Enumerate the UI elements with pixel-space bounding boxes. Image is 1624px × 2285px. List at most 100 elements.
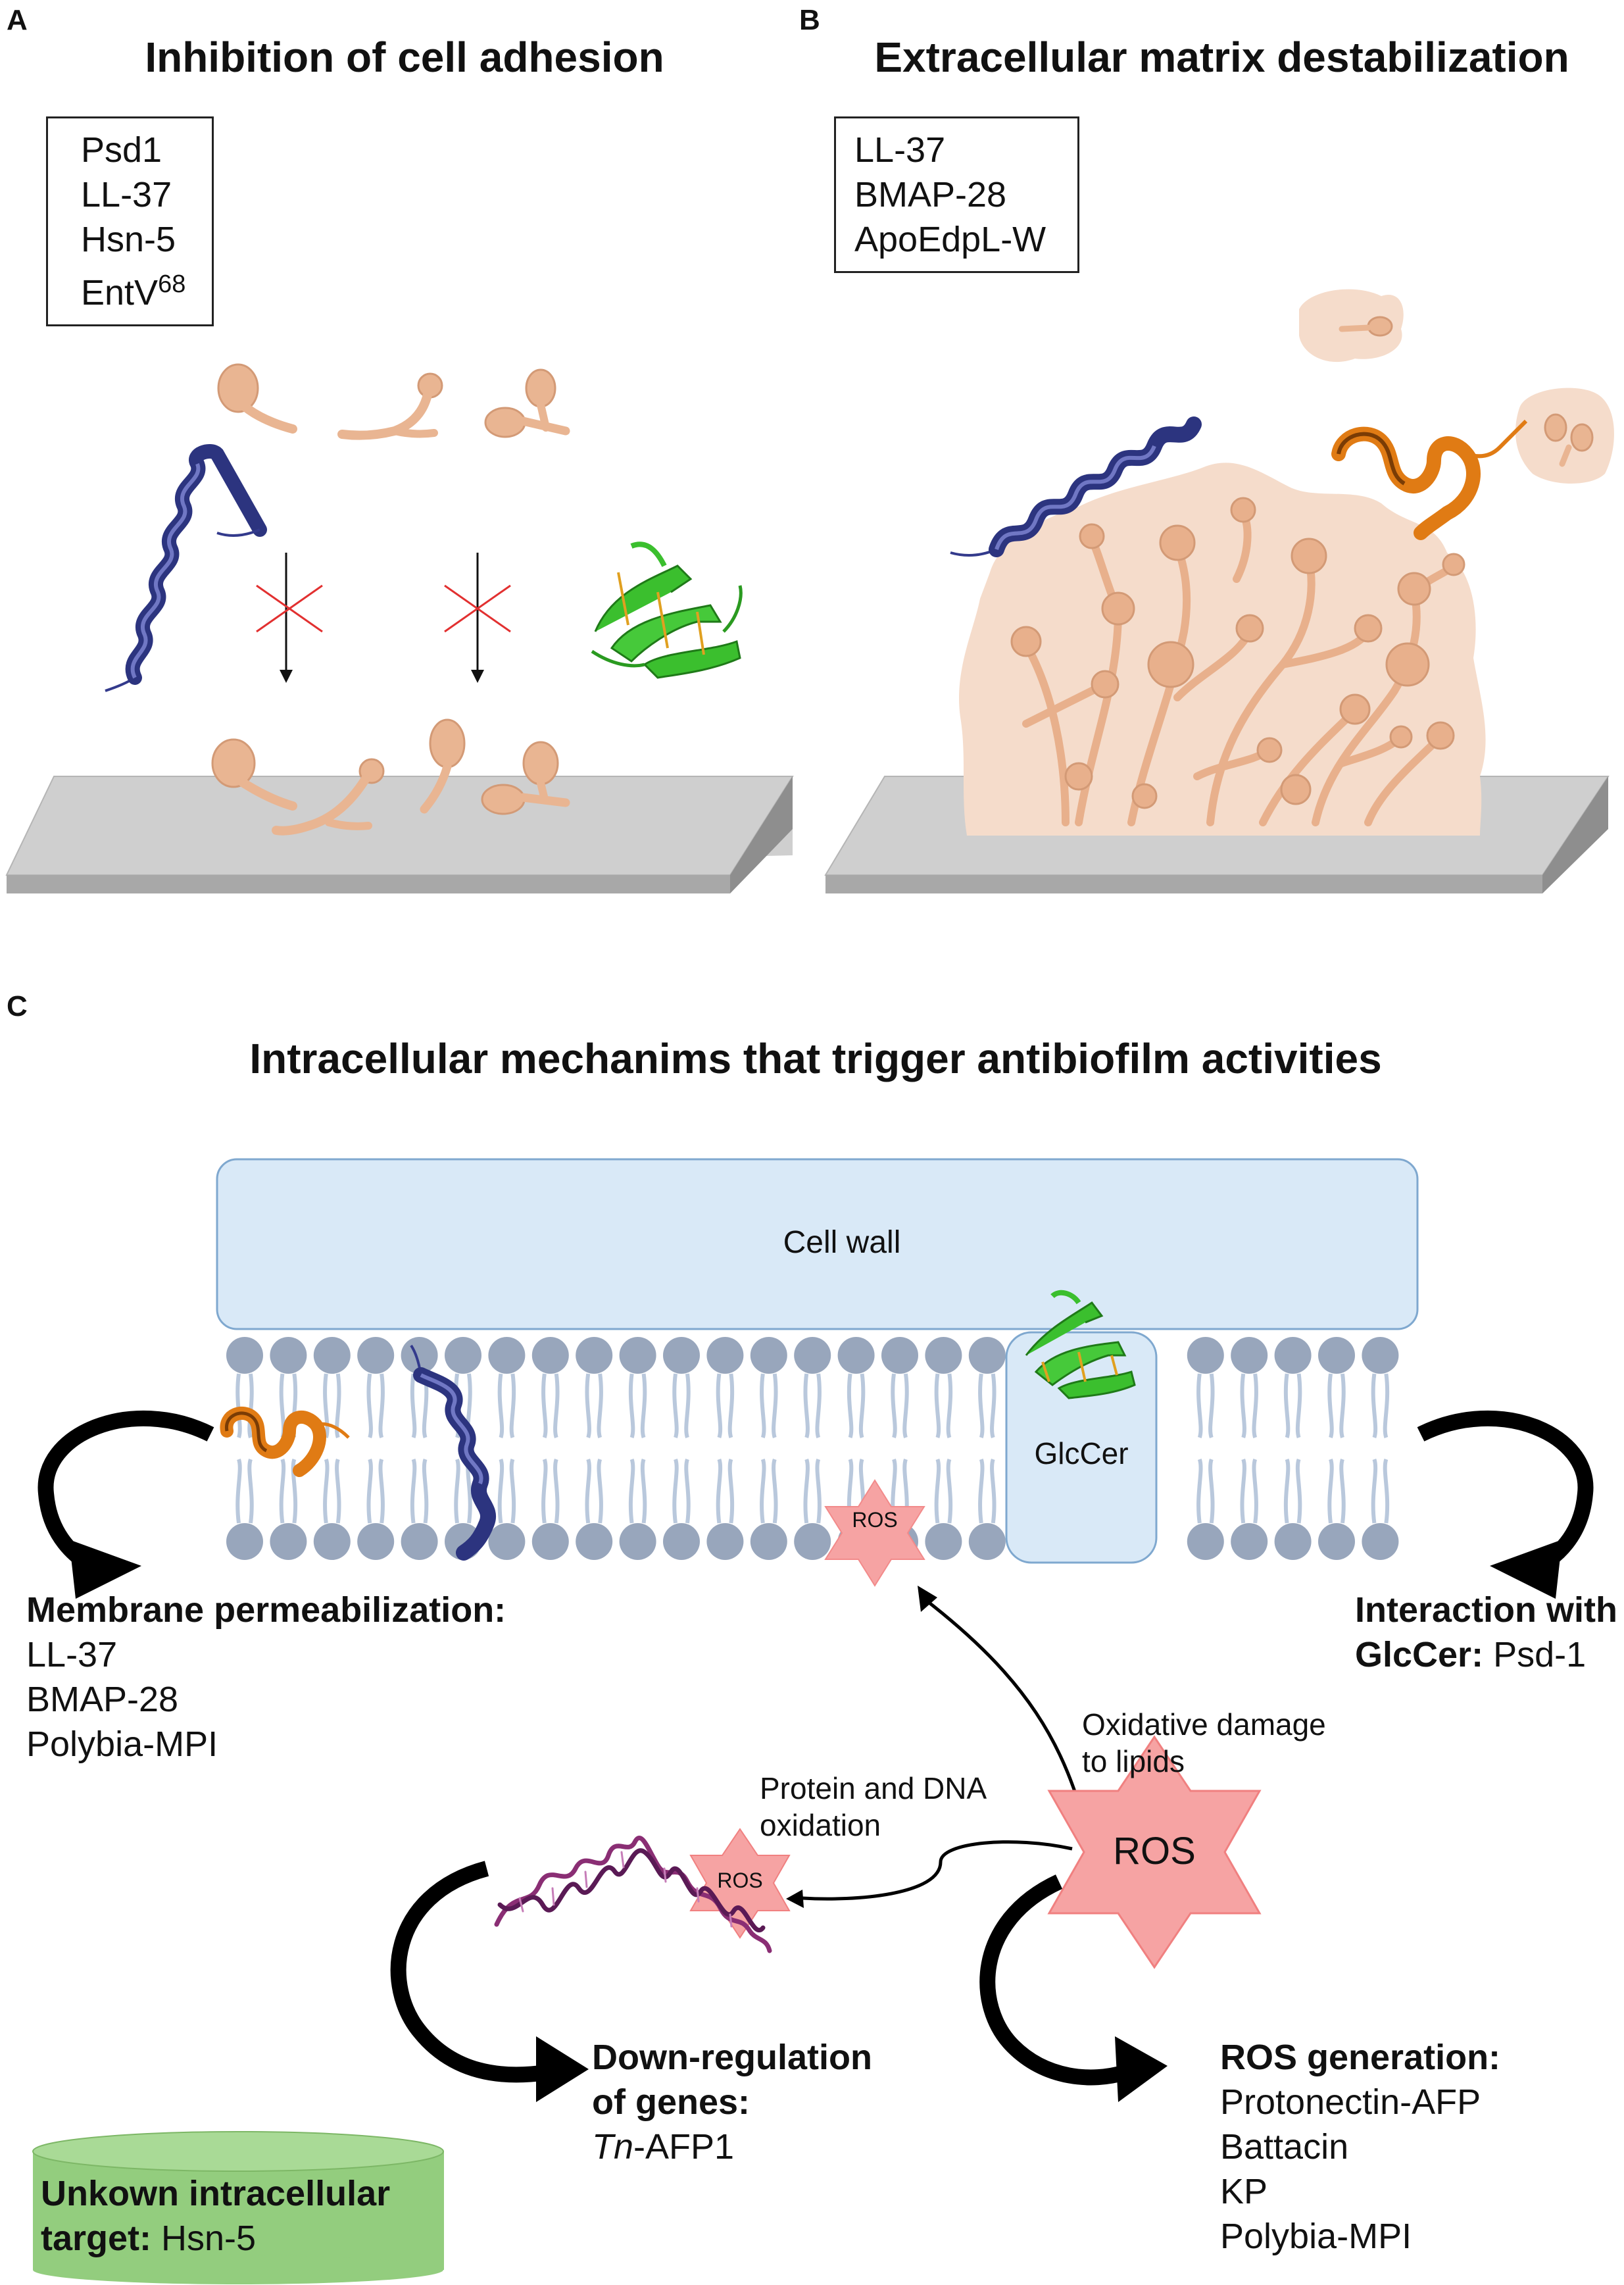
lipid-tail <box>990 1373 997 1438</box>
lipid-tail <box>335 1459 341 1524</box>
panel-b-blue-helix <box>950 416 1202 557</box>
lipid-tail <box>934 1459 941 1524</box>
left-curved-arrow <box>37 1410 214 1599</box>
ros-star-large <box>1047 1735 1262 1969</box>
peptide-apoedpl-w: ApoEdpL-W <box>854 220 1046 259</box>
lipid-head <box>226 1523 263 1560</box>
lipid-tail <box>1327 1373 1334 1438</box>
cell-wall <box>216 1158 1419 1330</box>
panel-a-peptide-list: Psd1 LL-37 Hsn-5 EntV68 <box>46 116 214 326</box>
lipid-tail <box>1252 1373 1258 1438</box>
lipid-tail <box>422 1459 429 1524</box>
lipid-tail <box>640 1459 647 1524</box>
downreg-item: Tn-AFP1 <box>592 2127 735 2167</box>
lipid-tail <box>727 1459 735 1524</box>
lipid-tail <box>902 1373 909 1438</box>
lipid-tail <box>946 1459 953 1524</box>
panel-b-letter: B <box>799 4 820 36</box>
lipid-tail <box>597 1459 603 1524</box>
ros-large-label: ROS <box>1113 1830 1196 1872</box>
lipid-head <box>488 1523 526 1560</box>
lipid-head <box>576 1523 613 1560</box>
peptide-bmap28: BMAP-28 <box>854 175 1007 214</box>
lipid-head <box>706 1337 744 1374</box>
lipid-tail <box>541 1459 548 1524</box>
lipid-head <box>1318 1523 1355 1560</box>
lipid-tail <box>978 1373 985 1438</box>
lipid-tail <box>235 1373 242 1438</box>
rg-item-protonectin: Protonectin-AFP <box>1220 2082 1481 2122</box>
lipid-tail <box>1339 1373 1346 1438</box>
lipid-head <box>750 1523 787 1560</box>
lipid-tail <box>497 1459 504 1524</box>
membrane-orange-helix <box>220 1407 350 1477</box>
lipid-head <box>1318 1337 1355 1374</box>
lipid-head <box>881 1337 918 1374</box>
lipid-tail <box>585 1373 591 1438</box>
entv-superscript: 68 <box>158 270 186 298</box>
panel-b-peptide-list: LL-37 BMAP-28 ApoEdpL-W <box>834 116 1080 273</box>
lipid-tail <box>1208 1459 1215 1524</box>
lipid-head <box>794 1337 831 1374</box>
lipid-head <box>837 1337 875 1374</box>
lipid-tail <box>497 1373 504 1438</box>
lipid-tail <box>628 1373 635 1438</box>
lipid-tail <box>247 1459 254 1524</box>
lipid-tail <box>1295 1459 1302 1524</box>
lipid-tail <box>628 1459 635 1524</box>
lipid-tail <box>760 1459 766 1524</box>
oxidative-damage-label: Oxidative damage to lipids <box>1082 1707 1326 1778</box>
rg-item-kp: KP <box>1220 2172 1268 2211</box>
lipid-head <box>663 1337 700 1374</box>
lipid-tail <box>378 1459 385 1524</box>
lipid-tail <box>716 1459 723 1524</box>
lipid-head <box>313 1523 351 1560</box>
lipid-tail <box>1208 1373 1215 1438</box>
lipid-head <box>313 1337 351 1374</box>
lipid-head <box>576 1337 613 1374</box>
lipid-tail <box>978 1459 985 1524</box>
lipid-head <box>401 1523 438 1560</box>
lipid-tail <box>1383 1459 1390 1524</box>
lipid-tail <box>891 1373 897 1438</box>
right-curved-arrow <box>1417 1410 1594 1599</box>
lipid-tail <box>815 1459 822 1524</box>
peptide-ll37: LL-37 <box>81 175 172 214</box>
lipid-head <box>488 1337 526 1374</box>
lipid-tail <box>378 1373 385 1438</box>
lipid-tail <box>803 1459 810 1524</box>
lipid-tail <box>1371 1373 1378 1438</box>
lipid-tail <box>1383 1373 1390 1438</box>
lipid-tail <box>410 1373 417 1438</box>
lipid-tail <box>672 1373 679 1438</box>
lipid-tail <box>1283 1373 1291 1438</box>
panel-b-orange-helix <box>1331 419 1528 540</box>
panel-c-letter: C <box>7 990 28 1022</box>
ros-star-dna <box>689 1828 791 1939</box>
lipid-tail <box>597 1373 603 1438</box>
lipid-tail <box>279 1459 286 1524</box>
rg-item-polybia: Polybia-MPI <box>1220 2217 1412 2256</box>
lipid-head <box>1274 1337 1312 1374</box>
peptide-hsn5: Hsn-5 <box>81 220 176 259</box>
lipid-tail <box>1327 1459 1334 1524</box>
mp-item-bmap28: BMAP-28 <box>26 1680 179 1719</box>
lipid-head <box>925 1523 962 1560</box>
peptide-ll37-b: LL-37 <box>854 130 946 170</box>
lipid-tail <box>684 1459 691 1524</box>
lipid-tail <box>454 1459 460 1524</box>
unknown-target-block: Unkown intracellular target: Hsn-5 <box>41 2174 391 2258</box>
lipid-tail <box>1196 1373 1203 1438</box>
lipid-head <box>270 1523 307 1560</box>
lipid-tail <box>366 1459 373 1524</box>
lipid-head <box>270 1337 307 1374</box>
ros-generation-block: ROS generation: Protonectin-AFP Battacin… <box>1220 2035 1500 2259</box>
panel-b-title: Extracellular matrix destabilization <box>874 34 1569 81</box>
lipid-tail <box>760 1373 766 1438</box>
lipid-tail <box>235 1459 242 1524</box>
lipid-head <box>226 1337 263 1374</box>
ros-membrane-label: ROS <box>852 1508 898 1532</box>
lipid-tail <box>1295 1373 1302 1438</box>
dna-double-strand <box>494 1836 772 1953</box>
